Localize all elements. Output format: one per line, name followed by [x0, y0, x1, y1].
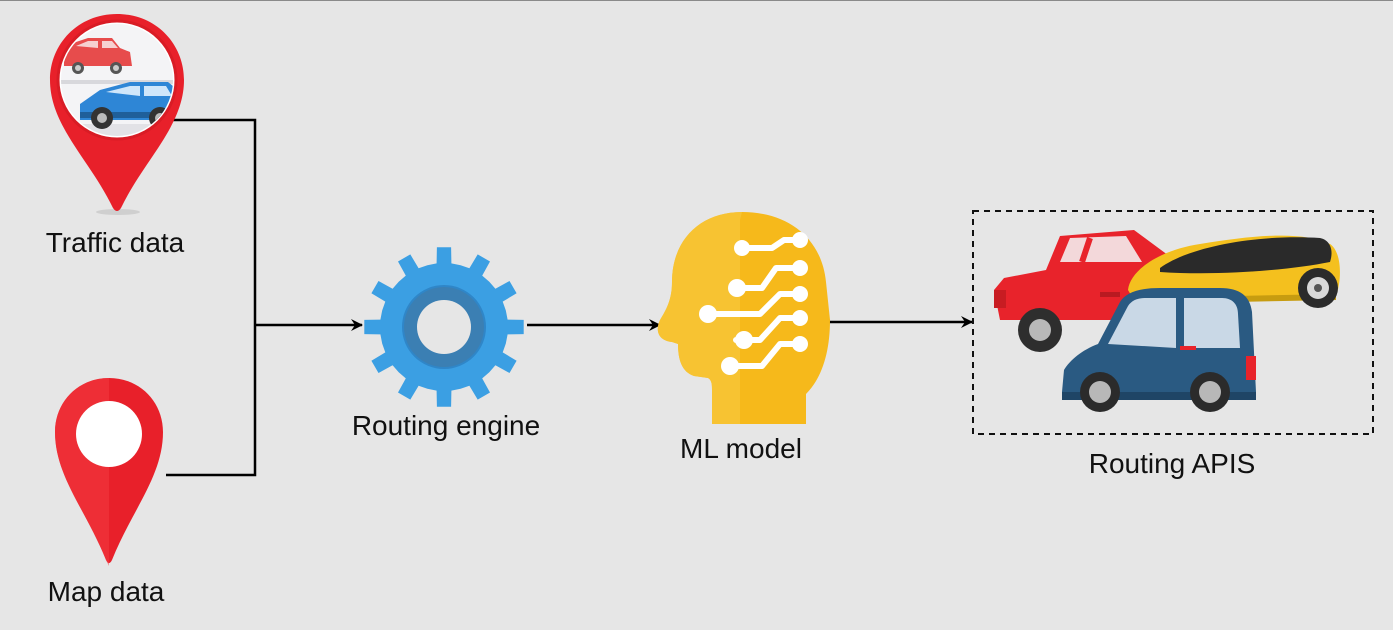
ai-head-icon	[657, 212, 830, 424]
cars-group-icon	[972, 210, 1374, 435]
traffic-data-label: Traffic data	[45, 227, 185, 258]
map-to-junction-line	[166, 325, 257, 477]
gear-icon	[364, 247, 524, 407]
traffic-location-pin-icon	[50, 14, 184, 215]
top-border	[0, 0, 1393, 1]
navy-car	[1062, 288, 1256, 412]
map-location-pin-icon	[55, 378, 163, 566]
routing-apis-label: Routing APIS	[1088, 448, 1256, 479]
traffic-to-junction-line	[172, 118, 257, 325]
routing-engine-label: Routing engine	[351, 410, 541, 441]
connector-lines	[166, 118, 973, 477]
routing-apis-container	[972, 210, 1374, 435]
map-data-label: Map data	[47, 576, 165, 607]
gear-hole	[417, 300, 471, 354]
ml-model-label: ML model	[680, 433, 802, 464]
